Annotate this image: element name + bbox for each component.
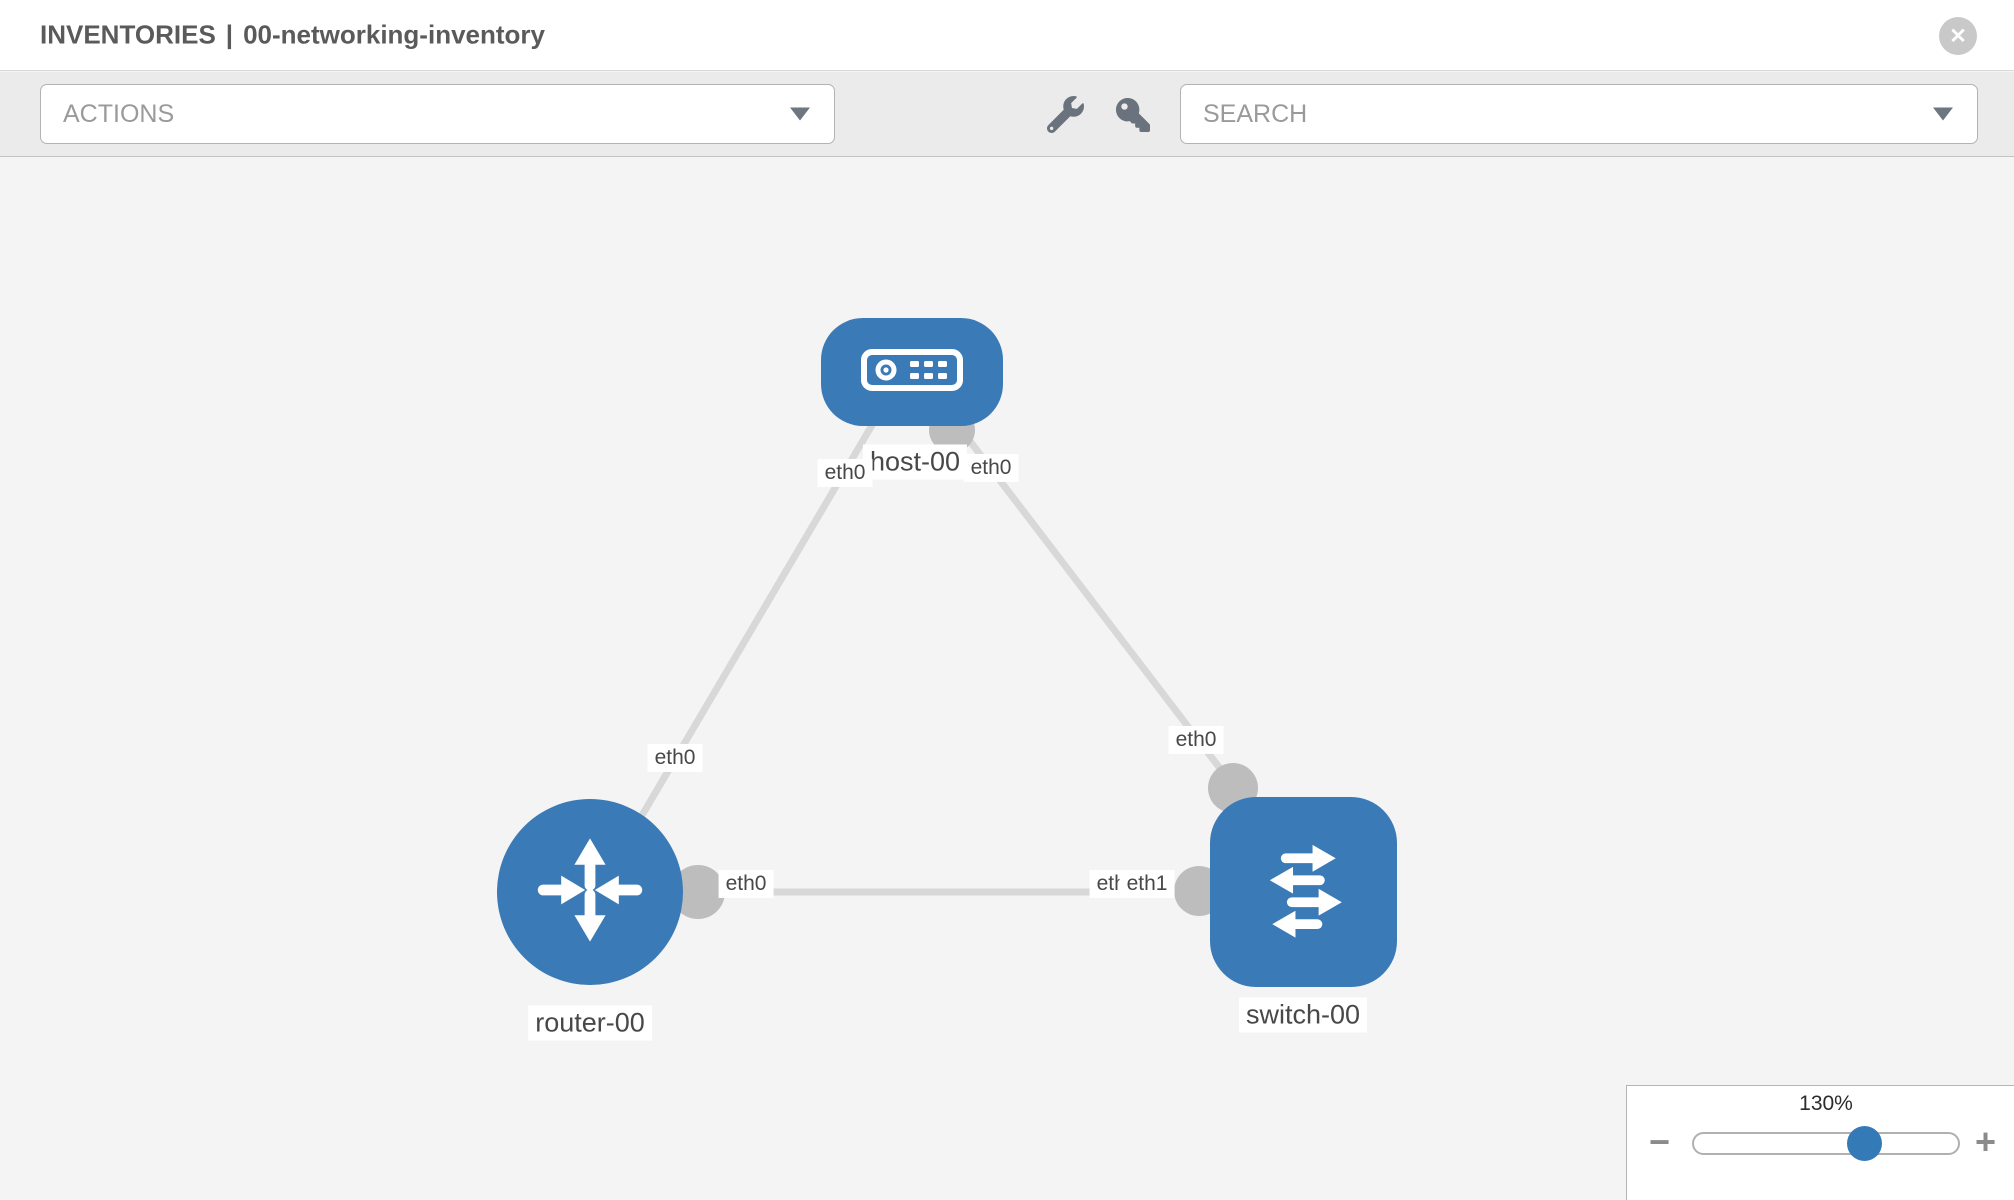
- interface-label-switch-eth1-to-router: eth1: [1119, 869, 1175, 899]
- node-label-host: host-00: [862, 444, 968, 480]
- actions-dropdown[interactable]: ACTIONS: [40, 84, 835, 144]
- wrench-icon: [1046, 96, 1084, 138]
- node-label-switch: switch-00: [1238, 997, 1368, 1033]
- caret-down-icon: [1933, 107, 1953, 121]
- breadcrumb-separator: |: [225, 19, 234, 50]
- key-icon: [1116, 97, 1150, 137]
- zoom-in-button[interactable]: +: [1975, 1121, 1997, 1162]
- inventory-name: 00-networking-inventory: [243, 19, 545, 50]
- zoom-control-panel: 130% − +: [1626, 1085, 2014, 1200]
- host-device-icon: [860, 348, 964, 397]
- toolbar: ACTIONS SEARCH: [0, 72, 2014, 157]
- actions-dropdown-label: ACTIONS: [63, 99, 175, 128]
- zoom-level-value: 130%: [1799, 1092, 1853, 1115]
- zoom-slider-handle[interactable]: [1847, 1126, 1882, 1161]
- header-bar: INVENTORIES | 00-networking-inventory ✕: [0, 0, 2014, 71]
- close-icon[interactable]: ✕: [1939, 17, 1977, 55]
- configure-tools-button[interactable]: [1046, 96, 1084, 138]
- credentials-button[interactable]: [1114, 97, 1152, 137]
- interface-label-switch-eth0-to-host: eth0: [1168, 725, 1224, 755]
- zoom-out-button[interactable]: −: [1649, 1121, 1671, 1162]
- node-host-00[interactable]: [821, 318, 1003, 426]
- node-switch-00[interactable]: [1210, 797, 1397, 987]
- zoom-slider-track[interactable]: [1692, 1132, 1960, 1155]
- interface-label-router-eth0-to-host: eth0: [647, 743, 703, 773]
- search-dropdown[interactable]: SEARCH: [1180, 84, 1978, 144]
- link-host-router[interactable]: [594, 413, 882, 892]
- switch-arrows-icon: [1243, 829, 1365, 956]
- page-title: INVENTORIES | 00-networking-inventory: [40, 20, 545, 51]
- interface-label-host-eth0-to-switch: eth0: [963, 453, 1019, 483]
- interface-label-router-eth0-to-switch: eth0: [718, 869, 774, 899]
- breadcrumb-section: INVENTORIES: [40, 19, 216, 50]
- router-arrows-icon: [530, 830, 650, 955]
- node-label-router: router-00: [528, 1005, 652, 1041]
- topology-canvas[interactable]: host-00 router-00 switch-00 eth0 eth0 et…: [0, 157, 2014, 1200]
- topology-edges-layer: [590, 407, 1300, 919]
- port-connector-router-right: [671, 865, 725, 919]
- node-router-00[interactable]: [497, 799, 683, 985]
- search-dropdown-label: SEARCH: [1203, 99, 1308, 128]
- interface-label-host-eth0-to-router: eth0: [817, 458, 873, 488]
- caret-down-icon: [790, 107, 810, 121]
